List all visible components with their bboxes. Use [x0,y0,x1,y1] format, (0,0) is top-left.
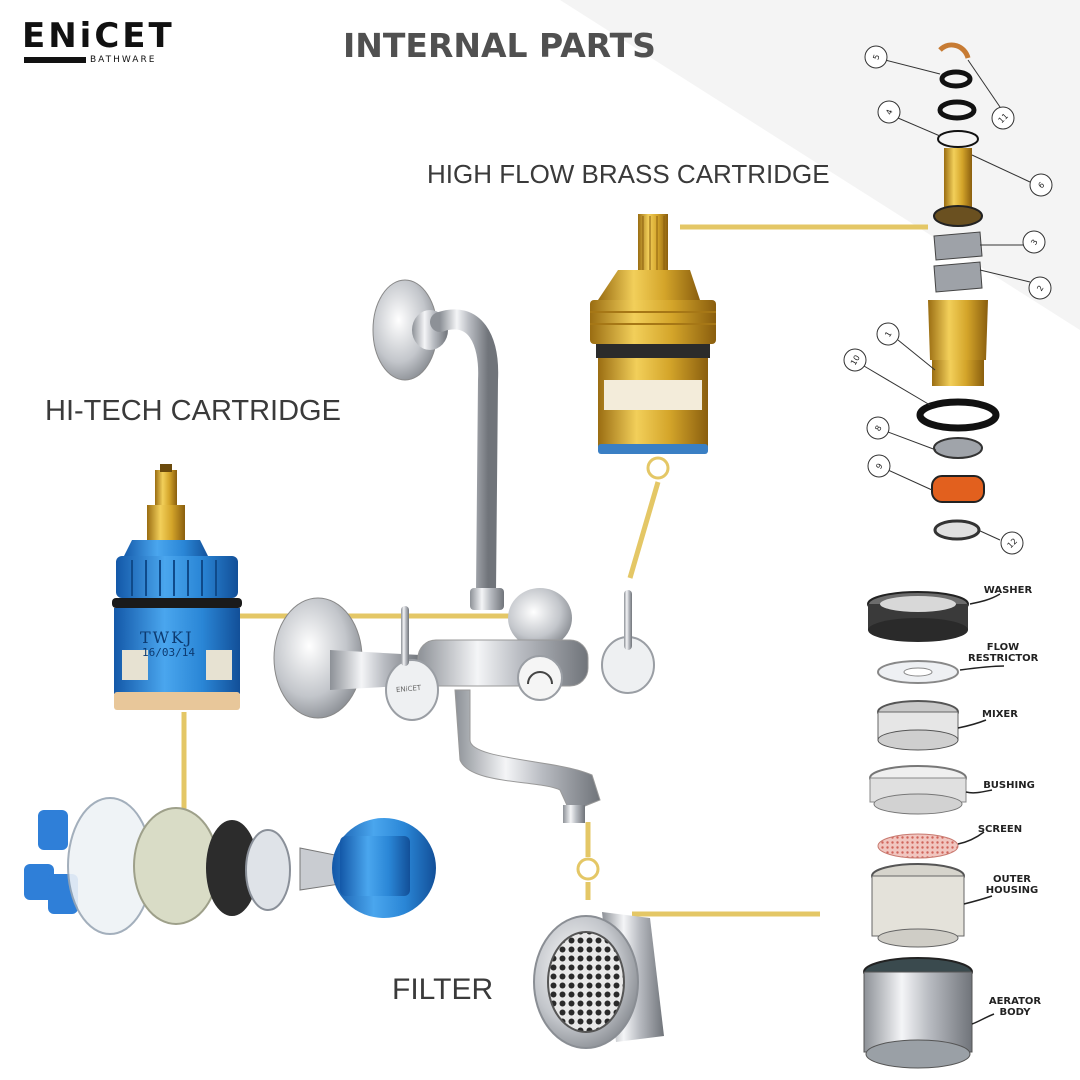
callout-badge-1: 1 [876,322,900,346]
label-hi-tech-cartridge: HI-TECH CARTRIDGE [45,395,341,427]
callout-badge-12: 12 [1000,531,1024,555]
callout-badge-11: 11 [991,106,1015,130]
callout-number: 2 [1035,284,1045,293]
callout-badge-5: 5 [864,45,888,69]
callout-number: 3 [1029,238,1039,247]
page-title: INTERNAL PARTS [343,26,656,65]
part-label-screen: SCREEN [977,824,1023,835]
callout-badge-8: 8 [866,416,890,440]
exploded-callout-badges: 5 11 4 6 3 2 1 10 8 9 12 [843,45,1053,555]
aerator-exploded-parts [863,591,1005,1069]
cartridge-marking-brand: TWKJ [140,628,194,647]
brand-tagline: BATHWARE [90,55,157,65]
callout-number: 9 [874,462,884,471]
callout-badge-4: 4 [877,100,901,124]
callout-number: 1 [883,330,893,339]
filter-aerator [533,912,664,1049]
part-label-mixer: MIXER [982,709,1018,720]
label-high-flow-brass-cartridge: HIGH FLOW BRASS CARTRIDGE [427,159,830,189]
high-flow-brass-cartridge [590,214,716,454]
part-label-flow-restrictor: FLOW RESTRICTOR [968,642,1039,664]
part-label-washer: WASHER [983,585,1033,596]
brand-logo-bar [24,57,86,63]
callout-badge-9: 9 [867,454,891,478]
part-label-aerator-body: AERATOR BODY [988,996,1042,1018]
wall-mixer-faucet [273,279,655,823]
callout-badge-10: 10 [843,348,867,372]
exploded-cartridge-diagram [863,42,1031,541]
connector-dot-highflow [646,456,670,480]
exploded-hitech-parts [24,797,436,935]
callout-number: 4 [884,108,894,116]
callout-badge-2: 2 [1028,276,1052,300]
part-label-bushing: BUSHING [983,780,1035,791]
callout-number: 6 [1036,180,1046,190]
connector-dot-filter [576,857,600,881]
callout-number: 5 [871,53,881,61]
connector-lines [181,224,928,917]
callout-number: 10 [849,354,862,367]
hi-tech-cartridge [112,464,242,710]
label-filter: FILTER [392,973,494,1006]
brand-logo: ENiCET [22,16,175,56]
part-label-outer-housing: OUTER HOUSING [985,874,1039,896]
cartridge-marking-date: 16/03/14 [142,646,195,659]
callout-badge-6: 6 [1029,173,1053,197]
callout-number: 8 [873,424,883,433]
callout-badge-3: 3 [1022,230,1046,254]
